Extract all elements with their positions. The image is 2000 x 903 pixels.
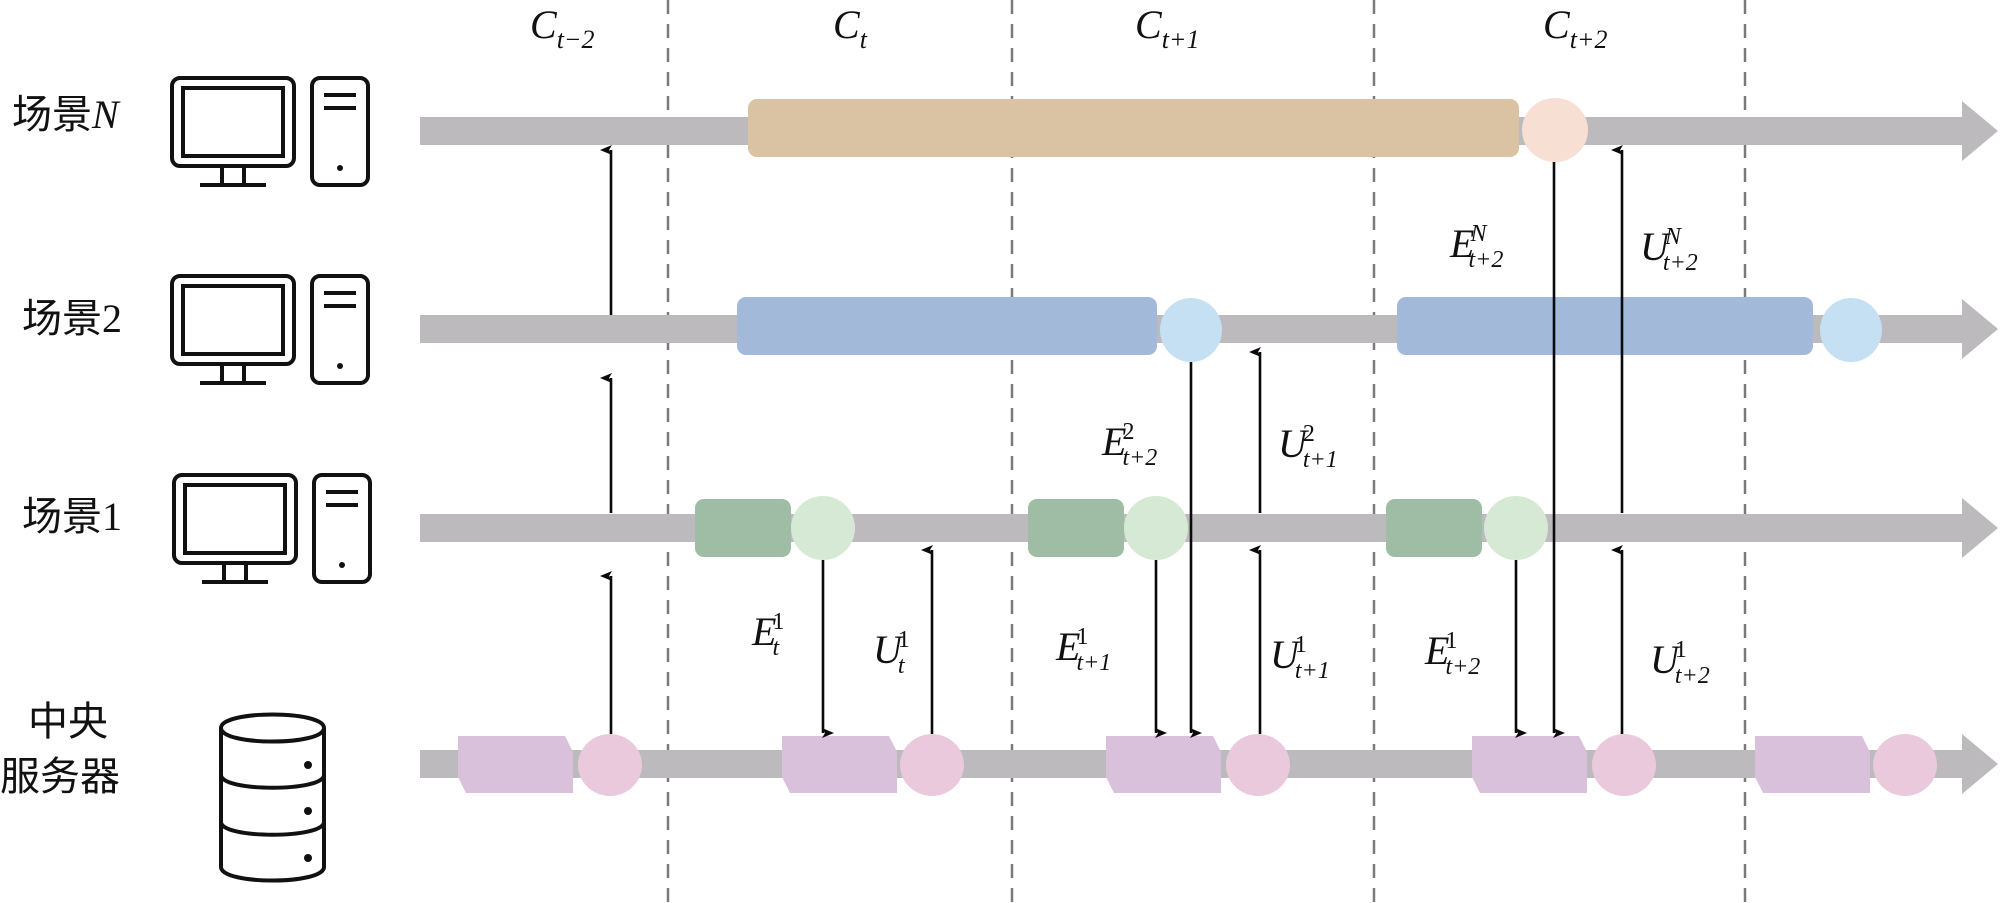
row-label-scene-n: 场景N <box>12 92 121 138</box>
period-headers: Ct−2 Ct Ct+1 Ct+2 <box>530 2 1607 54</box>
global-model-node <box>1873 734 1937 796</box>
local-training-block <box>1386 499 1482 557</box>
global-model-node <box>900 734 964 796</box>
row-label-scene-1: 场景1 <box>22 494 122 540</box>
local-model-node <box>791 496 855 560</box>
period-label-t: Ct <box>833 2 868 54</box>
transfer-arrows <box>600 145 1624 738</box>
desktop-computer-icon <box>170 76 370 187</box>
aggregation-block <box>782 736 897 793</box>
desktop-computer-icon <box>170 274 370 385</box>
aggregation-block <box>1755 736 1870 793</box>
global-model-node <box>1226 734 1290 796</box>
timeline-blocks <box>458 98 1937 796</box>
global-model-node <box>1592 734 1656 796</box>
period-label-t-2: Ct−2 <box>530 2 594 54</box>
timeline-track-scene-1 <box>420 498 1998 558</box>
icons <box>170 76 372 883</box>
local-model-node <box>1160 298 1222 362</box>
aggregation-block <box>458 736 573 793</box>
local-training-block <box>1028 499 1124 557</box>
row-labels: 场景N 场景2 场景1 中央 服务器 <box>0 92 122 800</box>
local-training-block <box>748 99 1519 157</box>
database-server-icon <box>219 712 326 883</box>
row-label-server-line2: 服务器 <box>0 754 120 800</box>
local-training-block <box>737 297 1157 355</box>
aggregation-block <box>1106 736 1221 793</box>
local-training-block <box>695 499 791 557</box>
aggregation-block <box>1472 736 1587 793</box>
local-model-node <box>1522 98 1588 162</box>
period-label-t+2: Ct+2 <box>1543 2 1607 54</box>
local-training-block <box>1397 297 1813 355</box>
row-label-server-line1: 中央 <box>28 699 108 745</box>
row-label-scene-2: 场景2 <box>22 296 122 342</box>
local-model-node <box>1820 298 1882 362</box>
local-model-node <box>1484 496 1548 560</box>
timeline-tracks <box>420 101 1998 794</box>
period-label-t+1: Ct+1 <box>1135 2 1199 54</box>
local-model-node <box>1124 496 1188 560</box>
global-model-node <box>578 734 642 796</box>
desktop-computer-icon <box>172 473 372 584</box>
